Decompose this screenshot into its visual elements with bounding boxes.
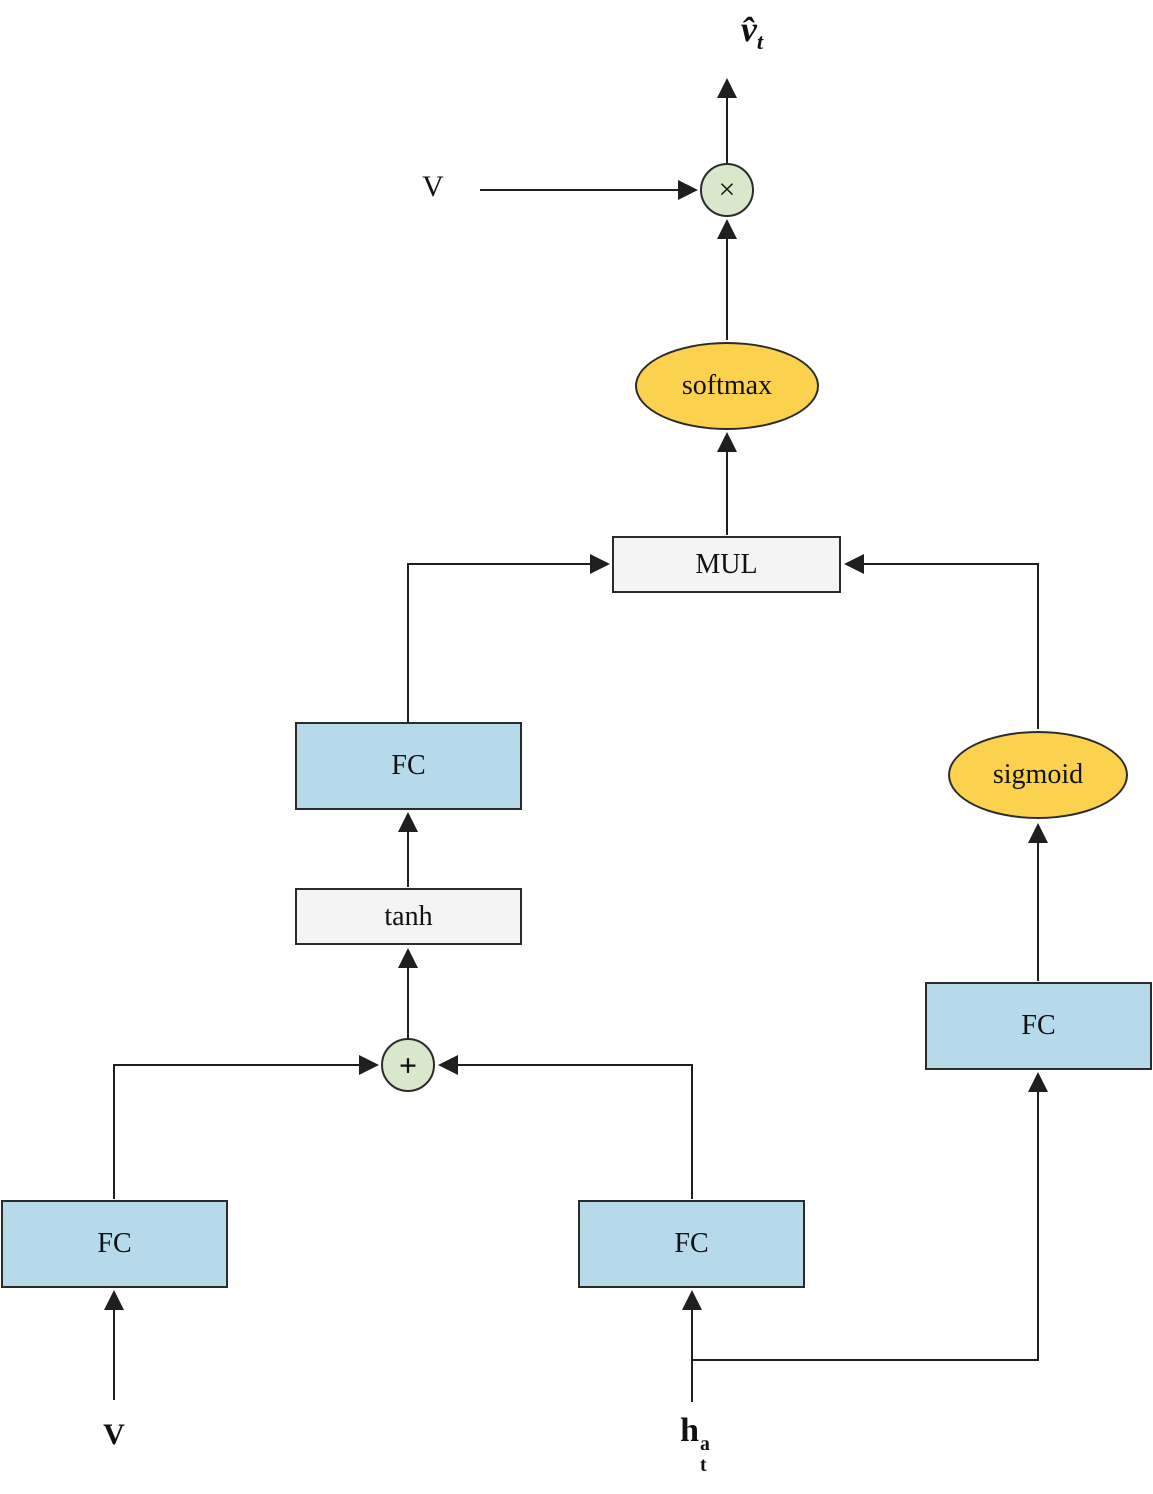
fc-hidden-label: FC xyxy=(674,1228,709,1259)
hidden-input-sub: t xyxy=(700,1453,707,1476)
plus-node: + xyxy=(381,1038,435,1092)
output-label-sub: t xyxy=(756,29,764,55)
fc-gate-label: FC xyxy=(1021,1010,1056,1041)
fc-attention-label: FC xyxy=(391,750,426,781)
fc-visual-node: FC xyxy=(1,1200,228,1288)
softmax-node: softmax xyxy=(635,342,819,430)
sigmoid-label: sigmoid xyxy=(992,759,1084,790)
mul-label: MUL xyxy=(695,548,758,580)
tanh-node: tanh xyxy=(295,888,522,945)
edge-fcvisual-to-plus xyxy=(113,1055,379,1199)
v-top-label: V xyxy=(422,170,444,203)
v-bottom-label: V xyxy=(103,1418,125,1451)
multiply-icon: × xyxy=(718,173,736,206)
softmax-label: softmax xyxy=(681,370,773,401)
mul-node: MUL xyxy=(612,536,841,593)
hidden-input-base: h xyxy=(680,1412,700,1449)
tanh-label: tanh xyxy=(384,900,433,932)
plus-icon: + xyxy=(398,1047,418,1083)
hidden-input-sup: a xyxy=(700,1432,710,1455)
fc-attention-node: FC xyxy=(295,722,522,810)
output-label: v̂t xyxy=(741,8,763,55)
fc-gate-node: FC xyxy=(925,982,1152,1070)
edge-hinput-branch-to-fcgate xyxy=(692,1072,1048,1361)
sigmoid-node: sigmoid xyxy=(948,731,1128,819)
fc-visual-label: FC xyxy=(97,1228,132,1259)
multiply-node: × xyxy=(700,163,754,217)
fc-hidden-node: FC xyxy=(578,1200,805,1288)
edge-fchidden-to-plus xyxy=(438,1055,693,1199)
edge-sigmoid-to-mul xyxy=(844,554,1039,729)
output-label-base: v̂ xyxy=(740,9,757,49)
edge-fcattention-to-mul xyxy=(407,554,610,722)
